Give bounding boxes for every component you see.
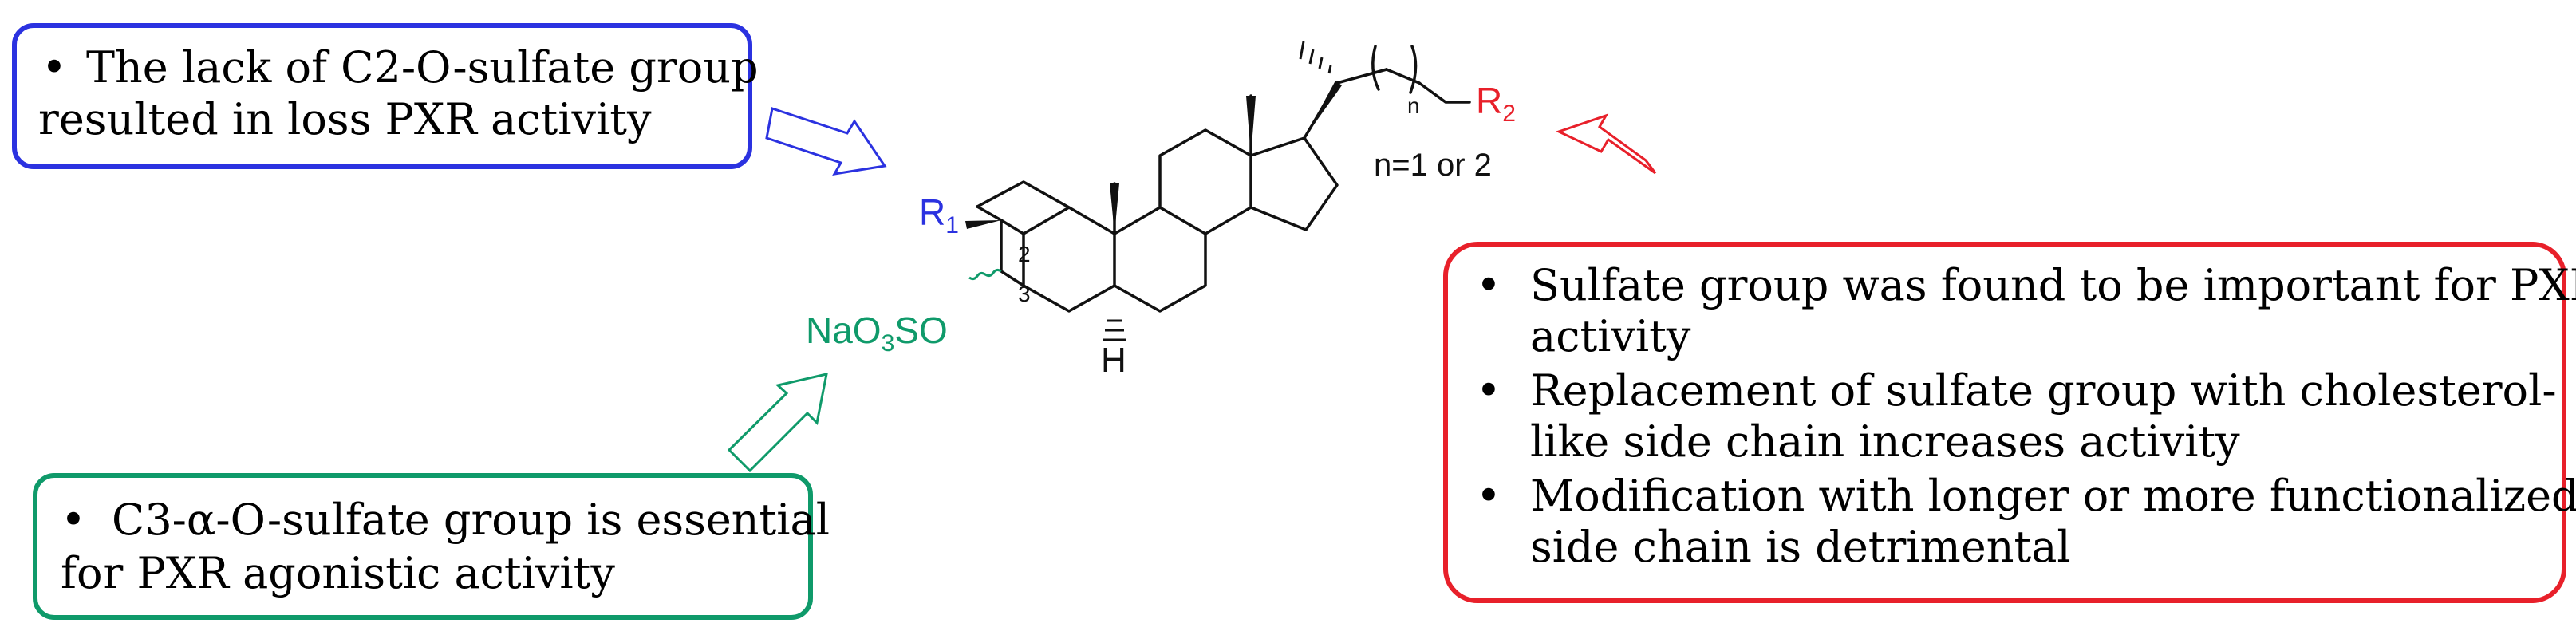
sulfate-label: NaO3SO bbox=[806, 310, 948, 357]
c2-note-line-2: resulted in loss PXR activity bbox=[38, 94, 652, 144]
c2-note-bullet: • bbox=[41, 42, 67, 93]
c3-wavy-bond bbox=[968, 268, 1002, 281]
ring-b bbox=[1113, 206, 1207, 313]
side-chain-bullet-2: • bbox=[1476, 365, 1501, 416]
c3-note-bullet: • bbox=[61, 495, 86, 545]
c2-c1 bbox=[976, 205, 1003, 222]
side-chain-notes: • Sulfate group was found to be importan… bbox=[1443, 242, 2576, 603]
c1-c10 bbox=[976, 180, 1071, 209]
side-chain-link bbox=[1385, 68, 1421, 85]
c13-methyl-wedge bbox=[1246, 96, 1256, 156]
c2-note-frame bbox=[12, 23, 752, 169]
c3-note-frame bbox=[33, 473, 813, 620]
side-chain-item-3-line-2: side chain is detrimental bbox=[1530, 522, 2071, 572]
c17-wedge bbox=[1304, 81, 1342, 138]
side-chain-item-2-line-1: Replacement of sulfate group with choles… bbox=[1530, 365, 2557, 416]
c3-position-label: 3 bbox=[1018, 282, 1031, 306]
side-chain-paren-right bbox=[1409, 45, 1418, 94]
side-chain-item-1-line-2: activity bbox=[1530, 311, 1691, 361]
c5-hash-bond bbox=[1103, 319, 1126, 341]
ring-a bbox=[1022, 206, 1116, 313]
c20-hash-bond bbox=[1299, 41, 1332, 74]
red-arrow-icon bbox=[1556, 113, 1657, 175]
c2-r1-wedge bbox=[965, 220, 1001, 229]
c3-sulfate-note: • C3-α-O-sulfate group is essential for … bbox=[33, 473, 830, 620]
c5-h-label: H bbox=[1101, 341, 1126, 380]
side-chain-bullet-3: • bbox=[1476, 471, 1501, 521]
n-range-label: n=1 or 2 bbox=[1374, 148, 1492, 183]
ring-c bbox=[1158, 128, 1252, 235]
c2-note-line-1: The lack of C2-O-sulfate group bbox=[86, 42, 759, 93]
r1-label: R1 bbox=[919, 191, 959, 239]
side-chain-frame bbox=[1443, 242, 2566, 603]
side-chain-item-2-line-2: like side chain increases activity bbox=[1530, 416, 2240, 467]
c3-note-line-1: C3-α-O-sulfate group is essential bbox=[112, 495, 830, 545]
side-chain-bullet-1: • bbox=[1476, 260, 1501, 310]
side-chain-tail bbox=[1418, 81, 1471, 104]
c2-sulfate-note: • The lack of C2-O-sulfate group resulte… bbox=[12, 23, 759, 169]
r2-label: R2 bbox=[1476, 80, 1516, 127]
c3-note-line-2: for PXR agonistic activity bbox=[61, 548, 615, 598]
side-chain-paren-left bbox=[1371, 45, 1380, 91]
n-label: n bbox=[1407, 93, 1420, 118]
ring-a-c2 bbox=[1000, 219, 1025, 235]
c2-position-label: 2 bbox=[1018, 242, 1031, 266]
ring-d bbox=[1249, 136, 1339, 231]
blue-arrow-icon bbox=[765, 107, 887, 176]
c10-methyl-wedge bbox=[1110, 183, 1119, 234]
side-chain-item-3-line-1: Modification with longer or more functio… bbox=[1530, 471, 2576, 521]
green-arrow-icon bbox=[727, 373, 828, 473]
side-chain-item-1-line-1: Sulfate group was found to be important … bbox=[1530, 260, 2576, 310]
